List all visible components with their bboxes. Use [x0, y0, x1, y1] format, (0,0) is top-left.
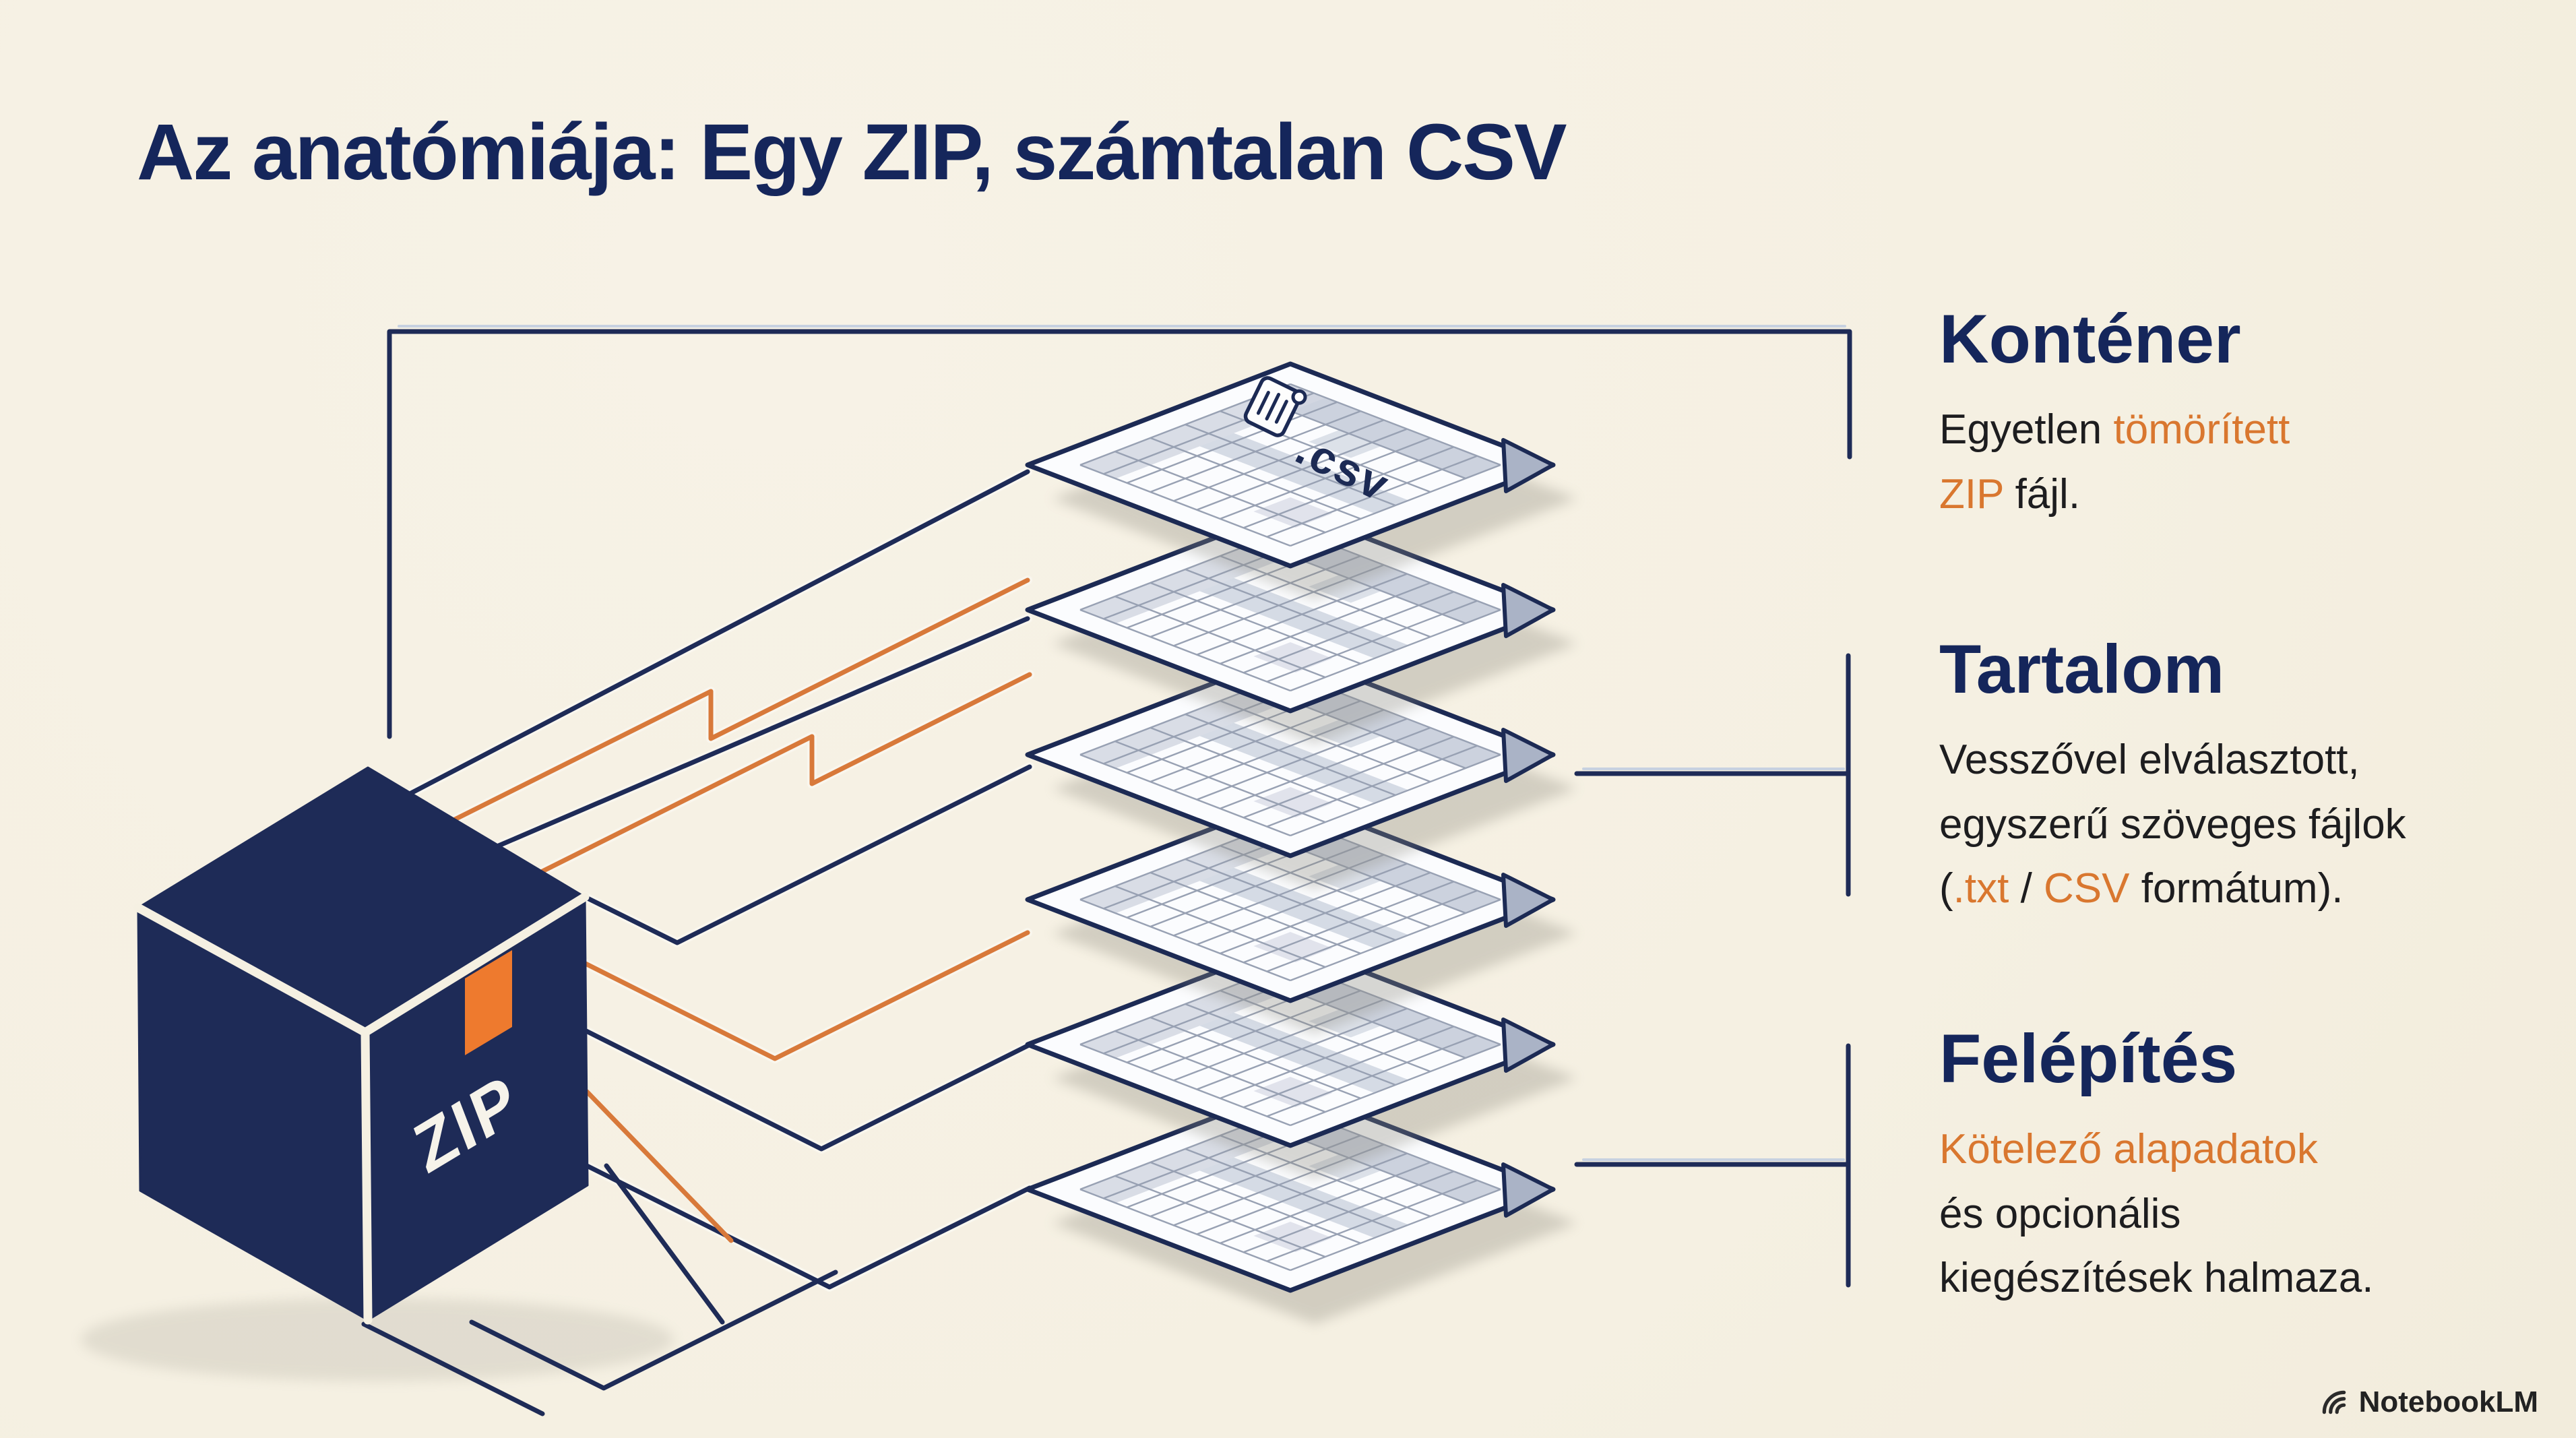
tartalom-heading: Tartalom	[1939, 631, 2225, 708]
body-text-segment: egyszerű szöveges fájlok	[1939, 801, 2406, 848]
line-to-sheet-1	[408, 469, 1030, 796]
zip-box-shadow	[81, 1298, 674, 1381]
circuit-lines-navy	[361, 469, 1032, 1416]
kontener-bracket	[387, 329, 1852, 739]
line-to-sheet-2	[496, 616, 1030, 848]
chevron-under-box	[469, 1270, 838, 1391]
body-text-segment: kiegészítések halmaza.	[1939, 1255, 2374, 1302]
body-text-segment: /	[2009, 865, 2044, 912]
body-text-segment: ZIP	[1939, 470, 2004, 518]
spreadsheet-file-icon	[1243, 376, 1307, 437]
kontener-heading: Konténer	[1939, 301, 2241, 377]
body-text-segment: (	[1939, 865, 1953, 912]
circuit-lines-orange	[452, 577, 1032, 1243]
section-tartalom: Tartalom Vesszővel elválasztott, egyszerű…	[1939, 628, 2559, 921]
orange-chevron	[583, 930, 1030, 1061]
section-felepites: Felépítés Kötelező alapadatok és opcionál…	[1939, 1018, 2559, 1311]
body-text-segment: .txt	[1953, 865, 2009, 912]
notebooklm-watermark: NotebookLM	[2319, 1385, 2538, 1419]
orange-line-jog-1	[452, 577, 1030, 822]
body-text-segment: és opcionális	[1939, 1190, 2181, 1237]
body-text-segment: tömörített	[2113, 406, 2290, 454]
zip-box-tape	[465, 950, 512, 1055]
body-text-segment: Kötelező alapadatok	[1939, 1126, 2318, 1173]
stub-line-bottom-mid	[604, 1163, 725, 1325]
body-text-segment: fájl.	[2003, 470, 2081, 518]
line-to-sheet-3	[582, 764, 1032, 945]
section-connectors	[387, 329, 1852, 1288]
connector-highlights	[398, 325, 1846, 1161]
line-to-sheet-6	[584, 1163, 1032, 1290]
line-to-sheet-5	[584, 1028, 1030, 1152]
orange-line-jog-2	[540, 672, 1032, 874]
felepites-body: Kötelező alapadatok és opcionális kiegészí…	[1939, 1117, 2559, 1310]
tartalom-body: Vesszővel elválasztott, egyszerű szöveges…	[1939, 728, 2559, 920]
body-text-segment: Egyetlen	[1939, 406, 2114, 454]
felepites-heading: Felépítés	[1939, 1020, 2238, 1097]
page-title: Az anatómiája: Egy ZIP, számtalan CSV	[137, 108, 1567, 197]
zip-box: ZIP	[133, 766, 590, 1325]
zip-box-edge-highlights	[133, 892, 590, 1325]
notebooklm-label: NotebookLM	[2358, 1385, 2538, 1418]
body-text-segment: formátum).	[2129, 865, 2344, 912]
notebooklm-logo-icon	[2322, 1390, 2346, 1414]
orange-stub	[584, 1089, 734, 1243]
body-text-segment: Vesszővel elválasztott,	[1939, 737, 2360, 784]
stub-line-bottom-left	[361, 1321, 545, 1416]
body-text-segment: CSV	[2044, 865, 2130, 912]
